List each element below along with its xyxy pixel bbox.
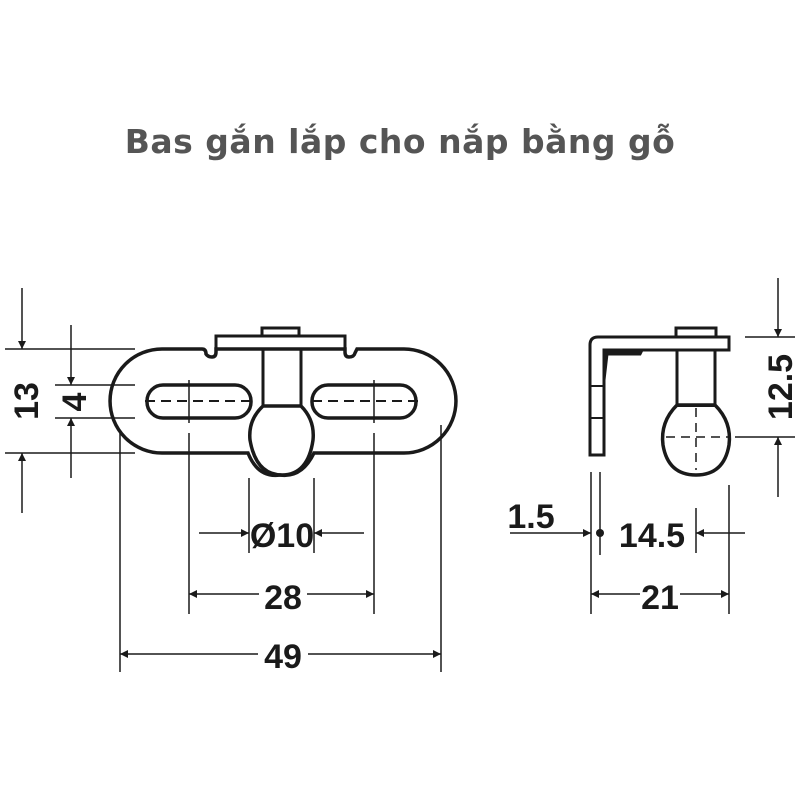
dot-marker — [596, 529, 604, 537]
front-view — [108, 326, 458, 478]
side-view — [588, 326, 732, 477]
dim-height-total: 13 — [8, 382, 46, 420]
dim-width-total: 49 — [264, 638, 302, 676]
side-dimension-lines — [510, 278, 795, 614]
diagram-title: Bas gắn lắp cho nắp bằng gỗ — [124, 122, 676, 161]
bracket-plate-outline — [108, 347, 458, 478]
dim-slot-spacing: 28 — [264, 579, 302, 617]
l-bracket — [588, 335, 731, 457]
side-pin-head — [660, 403, 732, 477]
top-tab — [260, 326, 301, 338]
front-dimension-lines — [5, 288, 442, 672]
dim-pin-height: 12.5 — [762, 354, 800, 420]
dim-slot-height: 4 — [56, 392, 94, 411]
top-flange — [214, 334, 347, 351]
dim-depth-total: 21 — [641, 579, 679, 617]
pin-head — [248, 404, 315, 477]
dim-plate-thickness: 1.5 — [507, 498, 554, 536]
dim-pin-offset: 14.5 — [619, 517, 685, 555]
dim-pin-diameter: Ø10 — [250, 517, 314, 555]
